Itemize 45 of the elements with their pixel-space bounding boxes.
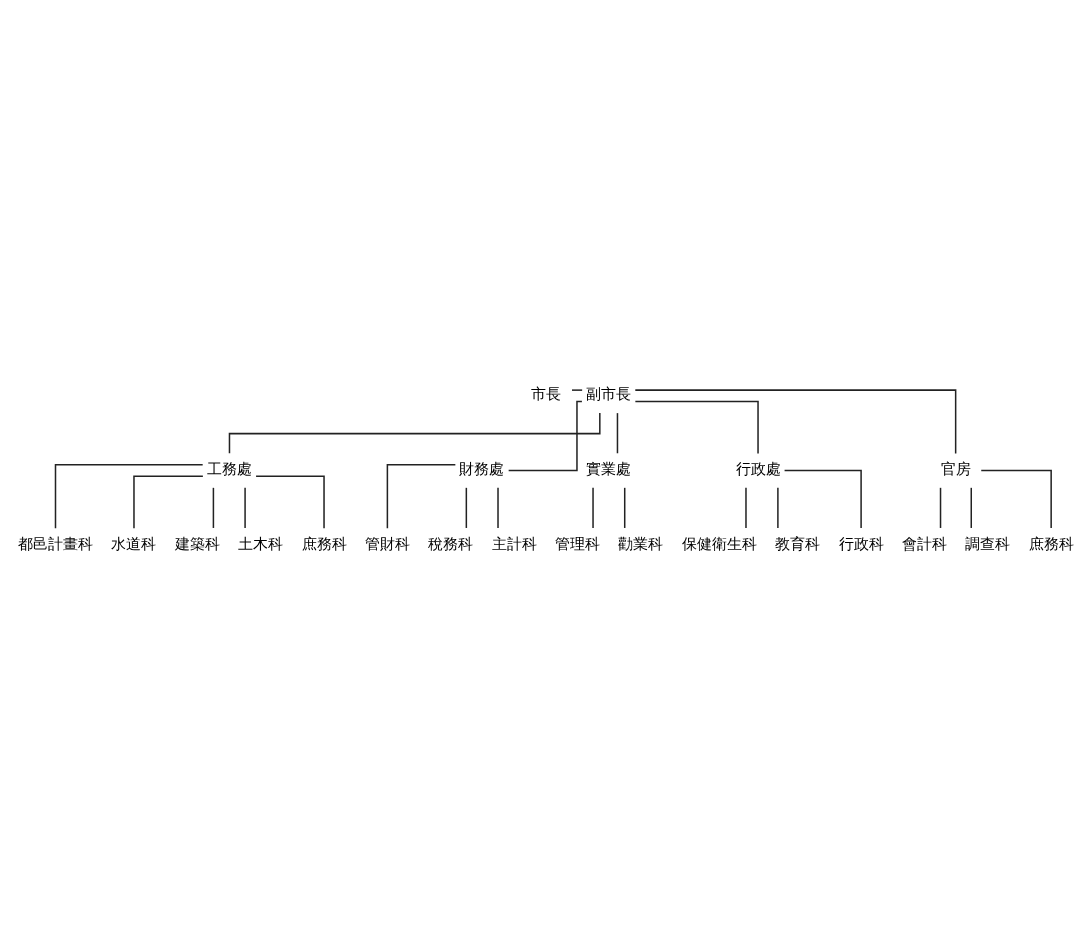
- node-text: 管理科: [554, 534, 600, 553]
- node-text: 工務處: [206, 460, 252, 479]
- connector: [592, 487, 594, 529]
- node-text: 實業處: [586, 460, 632, 479]
- connector: [571, 389, 583, 391]
- connector: [133, 475, 204, 529]
- node-text: 會計科: [901, 534, 947, 553]
- node-text: 副市長: [586, 385, 632, 404]
- node-text: 官房: [940, 460, 971, 479]
- connector: [745, 487, 747, 529]
- connector: [783, 469, 862, 529]
- connector: [228, 412, 601, 455]
- node-text: 市長: [531, 385, 562, 404]
- connector: [255, 475, 325, 529]
- node-text: 行政科: [838, 534, 884, 553]
- connector: [980, 469, 1052, 529]
- connector: [244, 487, 246, 529]
- node-text: 庶務科: [1028, 534, 1074, 553]
- connector: [507, 400, 583, 472]
- connector: [212, 487, 215, 529]
- node-text: 庶務科: [301, 534, 347, 553]
- node-text: 水道科: [111, 534, 157, 553]
- connector: [939, 487, 942, 529]
- node-text: 勸業科: [618, 534, 664, 553]
- node-text: 主計科: [491, 534, 537, 553]
- connector: [465, 487, 468, 529]
- node-text: 土木科: [238, 534, 284, 553]
- connector: [497, 487, 499, 529]
- connector: [777, 487, 779, 529]
- node-text: 稅務科: [428, 534, 474, 553]
- node-text: 都邑計畫科: [18, 534, 93, 553]
- node-text: 建築科: [174, 534, 220, 553]
- node-text: 調查科: [965, 534, 1011, 553]
- connector: [970, 487, 972, 529]
- node-text: 教育科: [775, 534, 821, 553]
- connector: [634, 400, 759, 455]
- connector: [616, 412, 619, 455]
- node-text: 管財科: [364, 534, 410, 553]
- connector: [54, 464, 204, 529]
- connector: [386, 464, 457, 529]
- node-text: 保健衛生科: [681, 534, 757, 553]
- connector: [634, 389, 957, 455]
- node-text: 財務處: [459, 460, 505, 479]
- node-text: 行政處: [735, 460, 781, 479]
- connector: [623, 487, 626, 529]
